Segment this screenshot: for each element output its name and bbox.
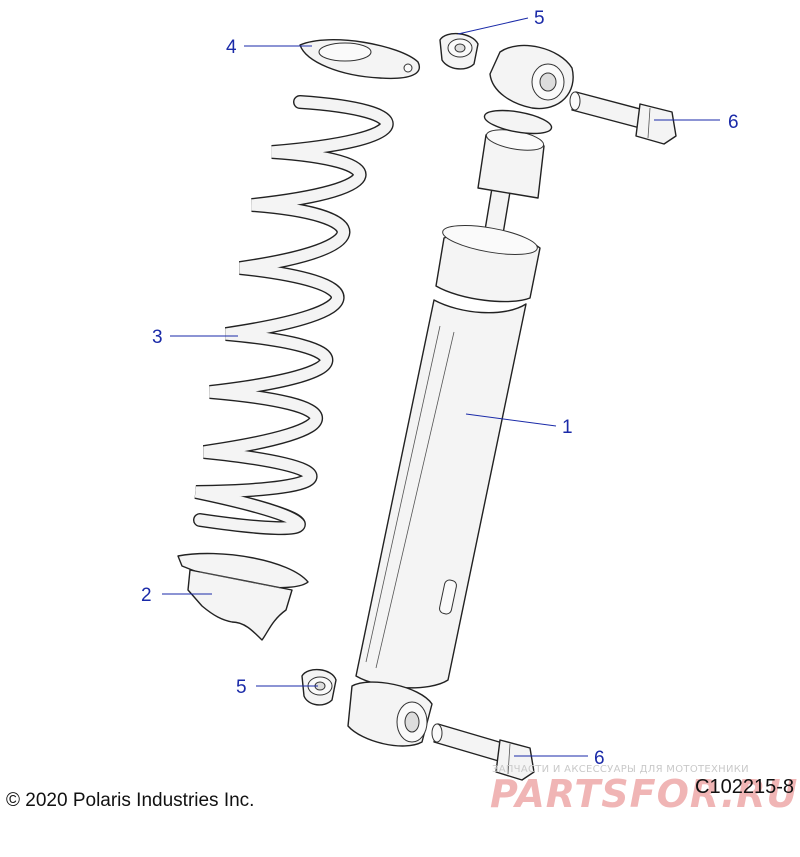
watermark-brand: PARTSFOR.RU <box>490 772 799 816</box>
callout-bushing-bottom: 5 <box>236 677 247 698</box>
damper-body <box>347 44 574 747</box>
callout-lower-spring-retainer: 2 <box>141 585 152 606</box>
diagram-code: C102215-8 <box>695 776 794 798</box>
callout-upper-spring-retainer: 4 <box>226 37 237 58</box>
lower-spring-retainer <box>177 552 309 641</box>
callout-bolt-bottom: 6 <box>594 748 605 769</box>
leader-lines <box>162 17 720 757</box>
callout-coil-spring: 3 <box>152 327 163 348</box>
bolt-top <box>569 91 677 145</box>
bushing-bottom <box>301 669 337 706</box>
callout-bolt-top: 6 <box>728 112 739 133</box>
upper-spring-retainer <box>299 39 421 80</box>
callout-damper: 1 <box>562 417 573 438</box>
copyright-notice: © 2020 Polaris Industries Inc. <box>6 790 255 811</box>
callout-bushing-top: 5 <box>534 8 545 29</box>
bolt-bottom <box>431 723 535 781</box>
watermark-tagline: ЗАПЧАСТИ И АКСЕССУАРЫ ДЛЯ МОТОТЕХНИКИ <box>492 764 749 775</box>
bushing-top <box>439 33 479 70</box>
coil-spring <box>193 95 394 536</box>
